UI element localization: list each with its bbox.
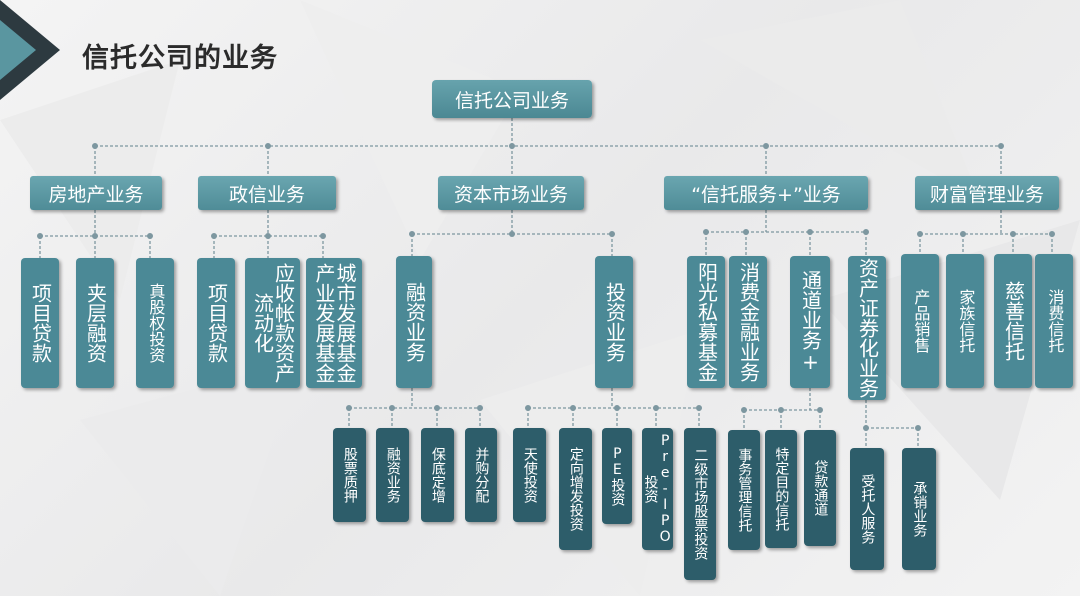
node-special-purpose-trust: 特定目的信托 — [765, 430, 797, 548]
node-channel-business: 通道业务+ — [790, 256, 830, 388]
node-receivables-securitization: 应收帐款资产流动化 — [245, 258, 300, 388]
category-government: 政信业务 — [198, 176, 336, 210]
node-sunshine-private-fund: 阳光私募基金 — [687, 256, 725, 388]
node-underwriting: 承销业务 — [902, 448, 936, 570]
node-family-trust: 家族信托 — [946, 254, 984, 388]
page-title: 信托公司的业务 — [82, 43, 278, 74]
category-trust-service: “信托服务+”业务 — [664, 176, 868, 210]
node-affairs-management-trust: 事务管理信托 — [728, 430, 760, 550]
node-pe-investment: PE投资 — [602, 428, 632, 524]
node-development-funds: 城市发展基金产业发展基金 — [306, 258, 362, 388]
node-consumer-finance: 消费金融业务 — [729, 256, 767, 388]
node-charity-trust: 慈善信托 — [994, 254, 1032, 388]
node-gov-project-loan: 项目贷款 — [197, 258, 235, 388]
category-real-estate: 房地产业务 — [30, 176, 162, 210]
node-secondary-market-investment: 二级市场股票投资 — [684, 428, 716, 580]
category-wealth: 财富管理业务 — [915, 176, 1059, 210]
category-capital-market: 资本市场业务 — [438, 176, 584, 210]
node-mezzanine-financing: 夹层融资 — [76, 258, 114, 388]
node-loan-channel: 贷款通道 — [804, 430, 836, 546]
node-guaranteed-placement: 保底定增 — [421, 428, 454, 522]
root-node: 信托公司业务 — [432, 80, 592, 118]
node-project-loan: 项目贷款 — [21, 258, 59, 388]
node-trustee-service: 受托人服务 — [850, 448, 884, 570]
node-stock-pledge: 股票质押 — [333, 428, 366, 522]
node-merger-allocation: 并购分配 — [465, 428, 497, 522]
node-margin-financing: 融资业务 — [376, 428, 409, 522]
node-consumer-trust: 消费信托 — [1035, 254, 1073, 388]
node-product-sales: 产品销售 — [901, 254, 939, 388]
title-corner-decoration — [0, 0, 60, 100]
node-real-equity-investment: 真股权投资 — [136, 258, 174, 388]
node-pre-ipo-investment: Pre-IPO投资 — [642, 428, 673, 550]
node-angel-investment: 天使投资 — [513, 428, 546, 522]
node-private-placement-investment: 定向增发投资 — [559, 428, 592, 550]
node-financing-business: 融资业务 — [396, 256, 432, 388]
node-asset-securitization: 资产证券化业务 — [848, 256, 886, 400]
node-investment-business: 投资业务 — [595, 256, 633, 388]
